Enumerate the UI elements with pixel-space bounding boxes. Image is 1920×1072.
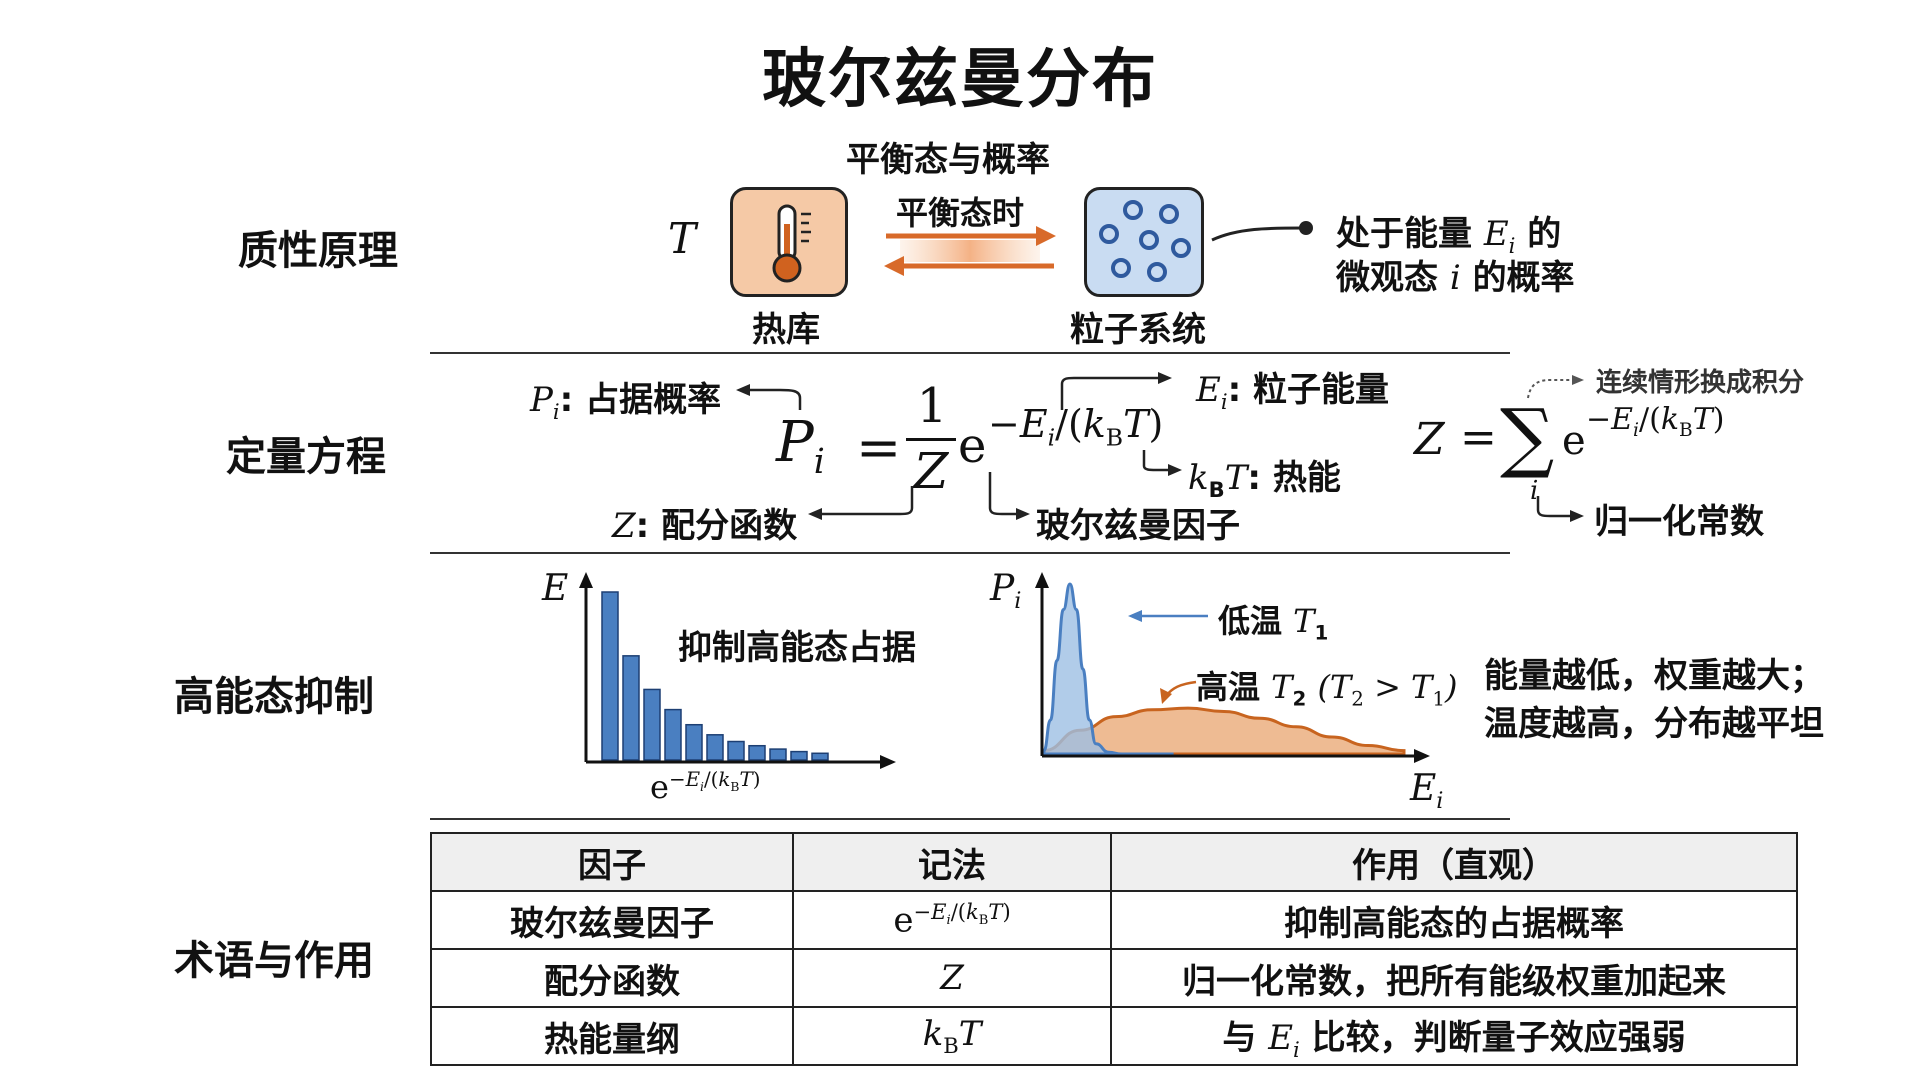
sum-symbol: ∑ (1500, 392, 1555, 481)
separator-1 (430, 352, 1510, 354)
temperature-symbol: T (668, 214, 697, 263)
row-label-terms: 术语与作用 (174, 938, 374, 984)
prob-text-line1: 处于能量 Ei 的 (1336, 214, 1562, 258)
heat-reservoir-box (730, 187, 848, 297)
row-label-equation: 定量方程 (226, 434, 386, 480)
continuous-annotation: 连续情形换成积分 (1596, 368, 1805, 398)
energy-bar (643, 688, 661, 761)
energy-bar (748, 744, 766, 761)
formula-equals: = (856, 416, 902, 479)
factor-annotation: 玻尔兹曼因子 (1036, 506, 1240, 546)
energy-bar (622, 655, 640, 761)
particles-icon (1099, 200, 1191, 282)
header-role: 作用（直观） (1110, 832, 1798, 892)
sum-index: i (1530, 476, 1539, 506)
thermometer-icon (772, 204, 811, 283)
bar-chart (579, 572, 896, 769)
P-annotation: Pi: 占据概率 (530, 380, 722, 424)
Z-formula-equals: = (1460, 412, 1497, 463)
row-notation: kBT (792, 1006, 1112, 1066)
header-factor: 因子 (430, 832, 794, 892)
Z-formula-e: e (1562, 418, 1586, 464)
bar-x-label: e−Ei/(kBT) (650, 768, 761, 806)
Z-formula-exponent: −Ei/(kBT) (1586, 402, 1725, 441)
bar-y-label: E (542, 568, 569, 609)
low-temp-label: 低温 T1 (1218, 602, 1329, 645)
high-temp-label: 高温 T2 (T2 > T1) (1196, 668, 1458, 711)
energy-bar (769, 748, 787, 761)
header-notation: 记法 (792, 832, 1112, 892)
prob-connector (1211, 221, 1313, 242)
row-role: 与 Ei 比较，判断量子效应强弱 (1110, 1006, 1798, 1066)
row-notation: Z (792, 948, 1112, 1008)
normalize-annotation: 归一化常数 (1594, 502, 1764, 542)
bar-chart-bars (601, 591, 829, 761)
terms-table-header: 因子 记法 作用（直观） (430, 832, 1798, 892)
prob-text-line2: 微观态 i 的概率 (1336, 258, 1575, 298)
table-row: 玻尔兹曼因子 e−Ei/(kBT) 抑制高能态的占据概率 (430, 890, 1798, 950)
high-temp-curve (1042, 706, 1406, 756)
energy-bar (811, 752, 829, 761)
energy-bar (706, 734, 724, 761)
heat-reservoir-label: 热库 (752, 310, 820, 350)
Z-formula-Z: Z (1414, 414, 1445, 465)
curve-y-label: Pi (990, 568, 1022, 615)
Z-annotation: Z: 配分函数 (612, 506, 798, 546)
energy-bar (790, 750, 808, 761)
page-title: 玻尔兹曼分布 (762, 43, 1158, 117)
particle-system-label: 粒子系统 (1070, 310, 1206, 350)
formula-denominator: Z (913, 442, 949, 500)
particle-system-box (1084, 187, 1204, 297)
row-role: 抑制高能态的占据概率 (1110, 890, 1798, 950)
curve-chart (1035, 572, 1430, 763)
table-row: 配分函数 Z 归一化常数，把所有能级权重加起来 (430, 948, 1798, 1008)
energy-bar (685, 723, 703, 761)
row-label-suppression: 高能态抑制 (174, 674, 374, 720)
equilibrium-arrows (884, 226, 1056, 276)
row-label-qualitative: 质性原理 (238, 228, 398, 274)
qualitative-header: 平衡态与概率 (846, 140, 1050, 180)
separator-2 (430, 552, 1510, 554)
curve-x-label: Ei (1410, 768, 1444, 815)
table-row: 热能量纲 kBT 与 Ei 比较，判断量子效应强弱 (430, 1006, 1798, 1066)
row-name: 热能量纲 (430, 1006, 794, 1066)
energy-bar (601, 591, 619, 761)
fraction-bar (906, 438, 956, 441)
conclusion-line1: 能量越低，权重越大； (1484, 656, 1824, 696)
row-notation: e−Ei/(kBT) (792, 890, 1112, 950)
formula-exponent: −Ei/(kBT) (988, 402, 1164, 452)
energy-bar (664, 708, 682, 761)
formula-numerator: 1 (916, 378, 948, 434)
formula-P: Pi (776, 410, 825, 483)
low-temp-curve (1042, 582, 1174, 756)
terms-table: 因子 记法 作用（直观） 玻尔兹曼因子 e−Ei/(kBT) 抑制高能态的占据概… (430, 832, 1798, 1066)
row-name: 配分函数 (430, 948, 794, 1008)
energy-bar (727, 740, 745, 761)
E-annotation: Ei: 粒子能量 (1196, 370, 1390, 414)
kT-annotation: kBT: 热能 (1188, 458, 1341, 502)
conclusion-line2: 温度越高，分布越平坦 (1484, 704, 1824, 744)
separator-3 (430, 818, 1510, 820)
row-name: 玻尔兹曼因子 (430, 890, 794, 950)
row-role: 归一化常数，把所有能级权重加起来 (1110, 948, 1798, 1008)
formula-exponential: e (958, 418, 987, 474)
equilibrium-arrow-label: 平衡态时 (896, 194, 1025, 232)
bar-annotation: 抑制高能态占据 (678, 628, 916, 668)
